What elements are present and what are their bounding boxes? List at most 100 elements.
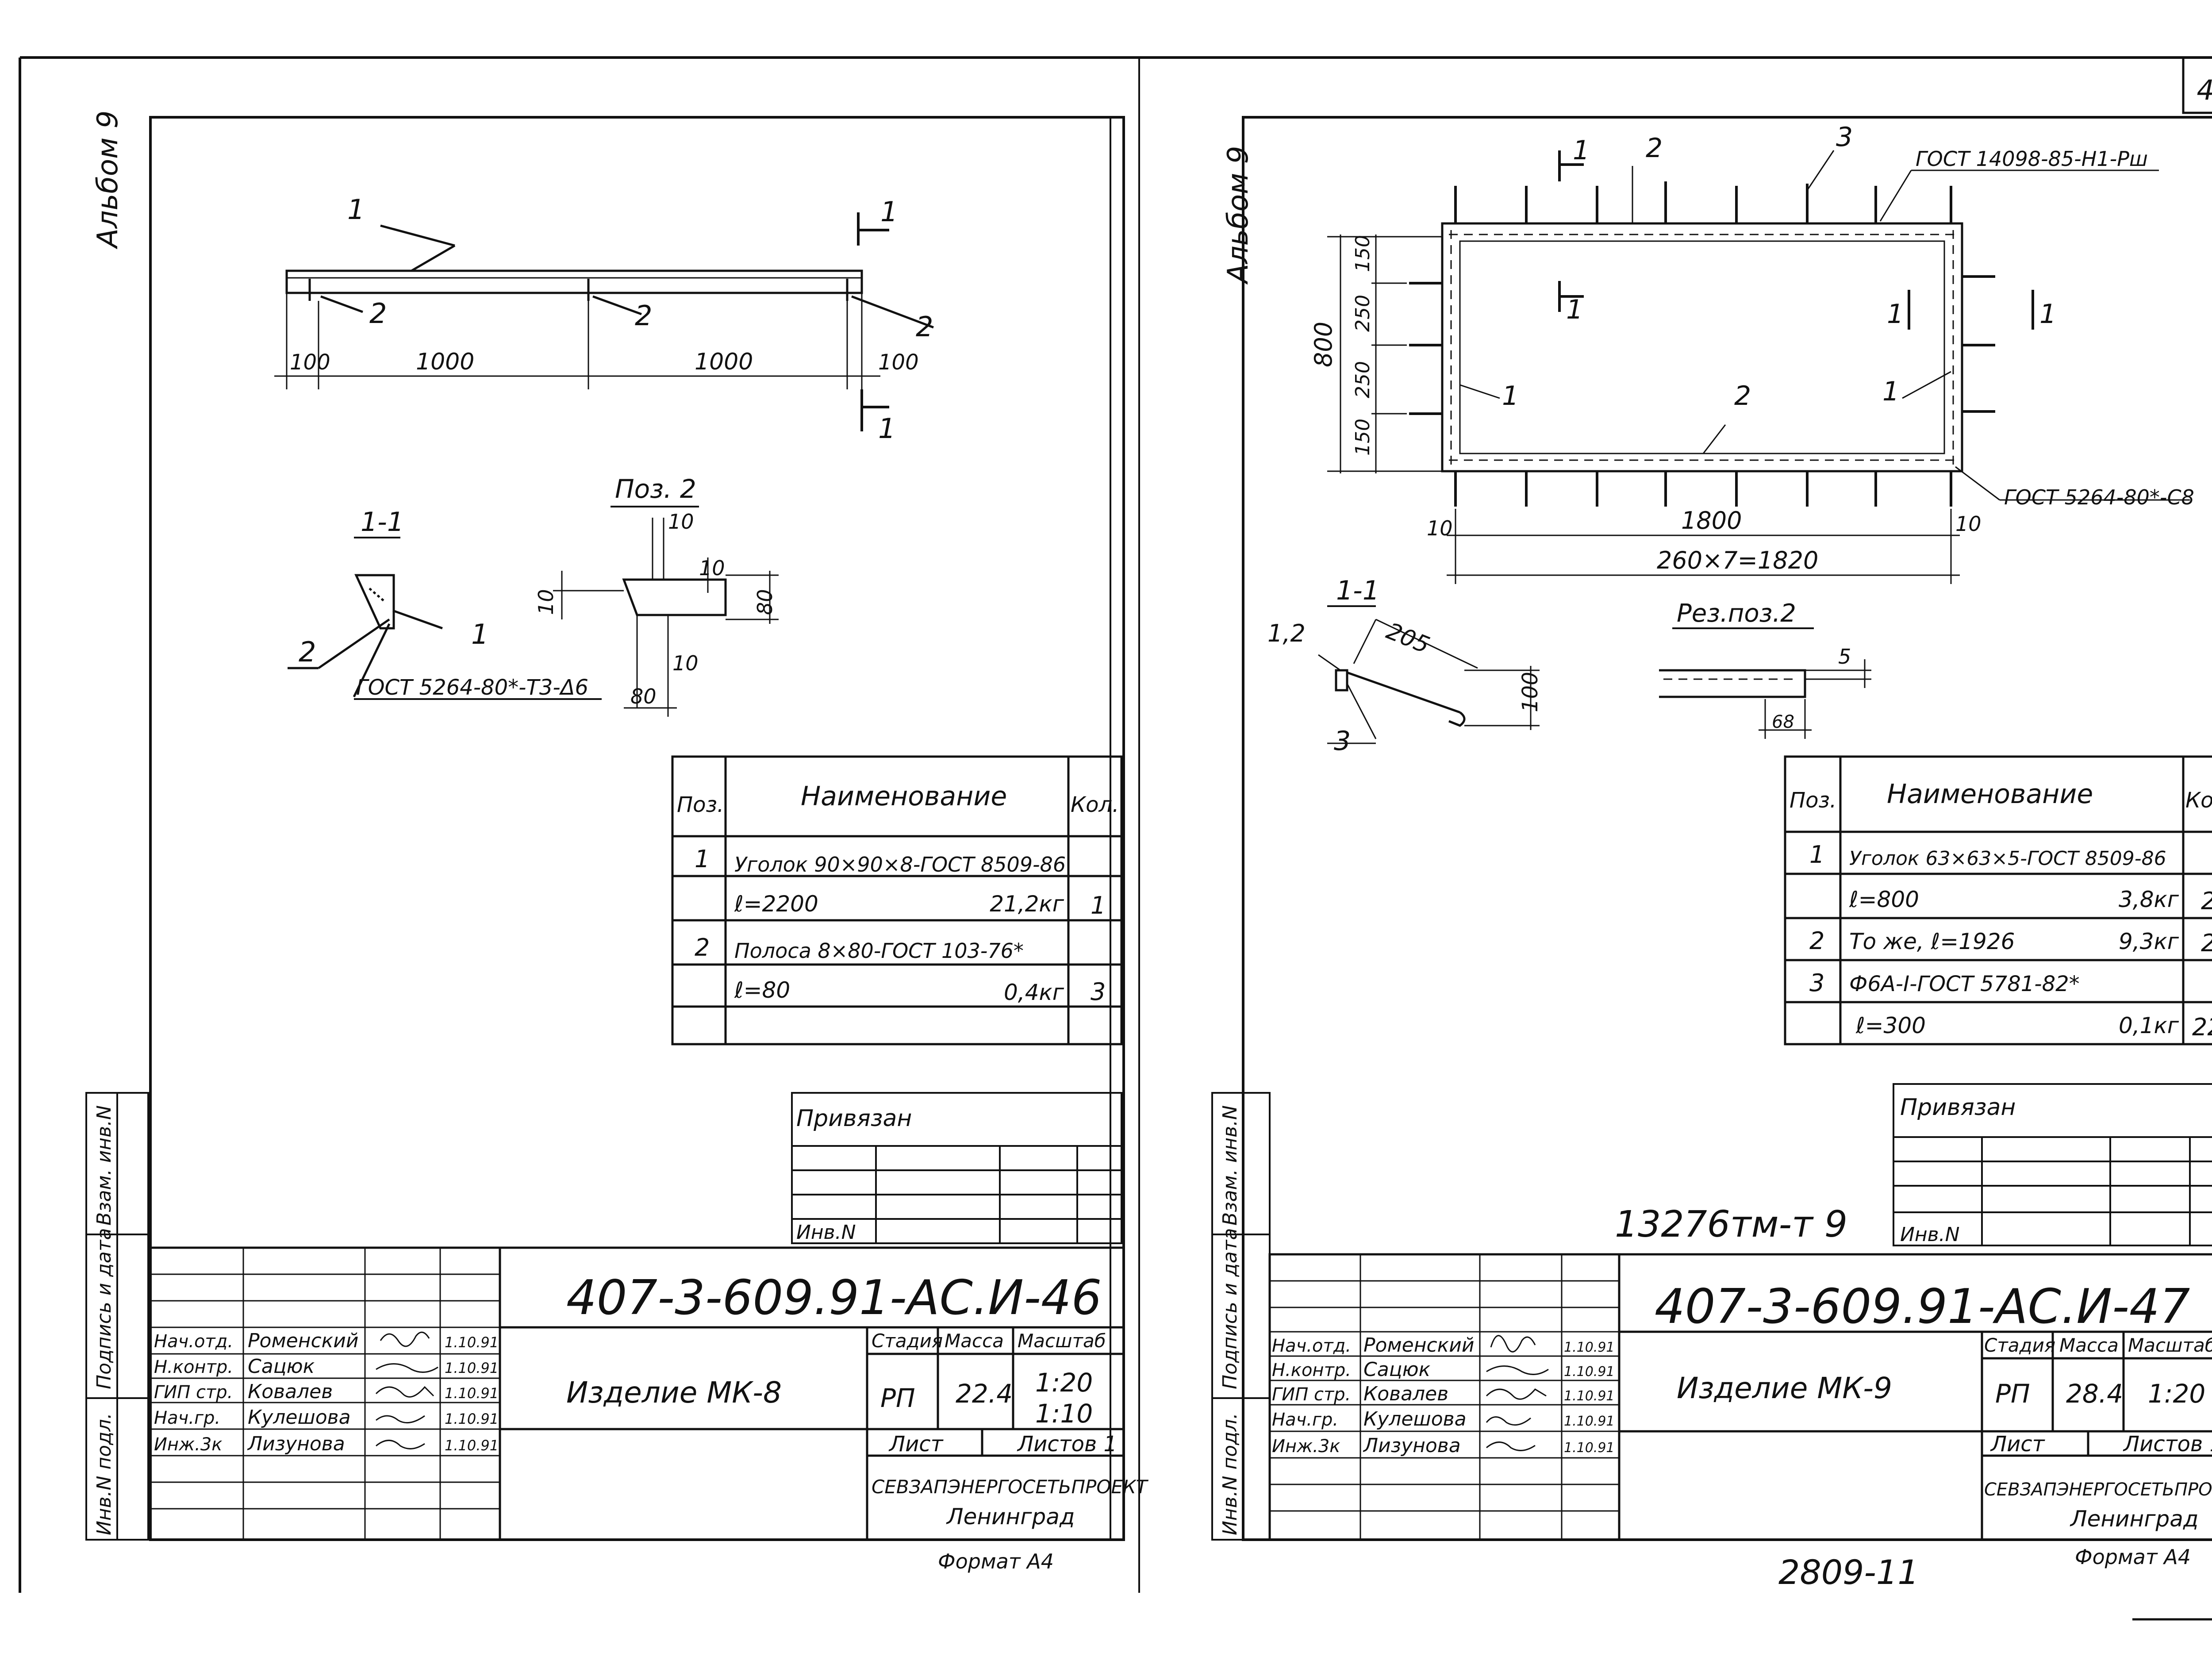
left-item-name: Изделие МК-8	[566, 1376, 782, 1410]
right-spec-row1-pos: 1	[1809, 841, 1824, 869]
right-label-1-top: 1	[1573, 135, 1590, 166]
left-spec-row2-mass: 21,2кг	[990, 891, 1064, 917]
left-cut-mark-top: 1	[880, 196, 898, 228]
right-tb-date-3: 1.10.91	[1564, 1388, 1615, 1404]
right-tb-name-2: Сацюк	[1363, 1358, 1431, 1381]
left-tb-role-2: Н.контр.	[154, 1357, 233, 1377]
right-tb-header-mass: Масса	[2059, 1334, 2119, 1356]
left-signatures	[375, 1331, 438, 1449]
right-rez-title: Рез.поз.2	[1677, 599, 1796, 628]
right-tb-header-scale: Масштаб	[2128, 1334, 2212, 1356]
right-section-label-205: 205	[1382, 618, 1433, 659]
left-pos-label-1: 1	[347, 193, 365, 226]
left-pos2-dim-a: 10	[668, 510, 694, 534]
left-spec-row1-name: Уголок 90×90×8-ГОСТ 8509-86	[734, 853, 1066, 876]
left-spec-row2-name: ℓ=2200	[734, 891, 818, 917]
right-dim-150a: 150	[1352, 235, 1374, 272]
right-title-block: 407-3-609.91-АС.И-47 Нач.отд. Роменский …	[1268, 1253, 2212, 1569]
left-pos2-dim-e: 10	[672, 651, 699, 675]
left-side-label-2: Подпись и дата	[93, 1228, 115, 1389]
left-tb-org-1: СЕВЗАПЭНЕРГОСЕТЬПРОЕКТ	[872, 1476, 1149, 1498]
left-spec-table: Поз. Наименование Кол. 1 Уголок 90×90×8-…	[671, 755, 1123, 1045]
left-section-label-2: 2	[299, 636, 316, 668]
left-tb-role-3: ГИП стр.	[154, 1382, 233, 1403]
right-side-column: Взам. инв.N Подпись и дата Инв.N подл.	[1211, 1092, 1271, 1541]
right-rez-dim-68: 68	[1772, 712, 1794, 732]
left-tb-name-4: Кулешова	[248, 1406, 351, 1429]
right-title-code: 407-3-609.91-АС.И-47	[1655, 1279, 2190, 1334]
right-tb-format: Формат А4	[2075, 1545, 2191, 1569]
left-tb-date-1: 1.10.91	[445, 1334, 499, 1351]
left-dim-100b: 100	[878, 350, 919, 375]
left-pos2-dim-b: 10	[699, 556, 725, 580]
left-spec-row1-pos: 1	[695, 845, 710, 873]
right-label-3-top: 3	[1836, 122, 1853, 153]
left-section-label-1: 1	[471, 618, 488, 650]
left-side-label-1: Взам. инв.N	[93, 1105, 115, 1226]
left-tb-mass: 22.4	[956, 1379, 1013, 1409]
left-spec-header-name: Наименование	[801, 781, 1007, 812]
right-cut-label-c: 1	[2039, 299, 2056, 330]
right-spec-row5-name: ℓ=300	[1855, 1013, 1926, 1038]
right-spec-row2-qty: 2	[2201, 887, 2212, 915]
right-tb-role-5: Инж.3к	[1272, 1436, 1340, 1457]
right-spec-row3-name: То же, ℓ=1926	[1849, 929, 2015, 954]
right-tb-name-4: Кулешова	[1363, 1408, 1467, 1430]
right-stamp: 13276тм-т 9	[1615, 1203, 1847, 1245]
right-section-label-100: 100	[1518, 672, 1543, 712]
right-dim-1820: 260×7=1820	[1657, 546, 1818, 574]
right-tb-date-5: 1.10.91	[1564, 1440, 1615, 1456]
right-bound-box: Привязан Инв.N	[1893, 1083, 2212, 1246]
right-tb-role-2: Н.контр.	[1272, 1360, 1351, 1380]
right-label-2-top: 2	[1646, 133, 1663, 164]
left-tb-format: Формат А4	[938, 1549, 1054, 1573]
left-pos2-title: Поз. 2	[615, 474, 696, 504]
right-tb-name-3: Ковалев	[1363, 1383, 1448, 1405]
right-spec-row3-pos: 2	[1809, 927, 1824, 955]
left-spec-header-qty: Кол.	[1071, 792, 1119, 817]
right-album-label: Альбом 9	[1222, 146, 1255, 285]
right-signatures	[1486, 1335, 1549, 1451]
page-number-box: 48	[2182, 56, 2212, 114]
left-album-label: Альбом 9	[92, 111, 124, 250]
right-bound-inv: Инв.N	[1900, 1223, 1960, 1246]
right-spec-header-qty: Кол.	[2185, 788, 2212, 813]
right-item-name: Изделие МК-9	[1677, 1371, 1892, 1405]
left-section-title: 1-1	[361, 507, 404, 538]
left-tb-header-scale: Масштаб	[1018, 1330, 1106, 1352]
right-spec-header-pos: Поз.	[1790, 788, 1836, 813]
left-section-shape	[288, 574, 443, 698]
left-tb-name-2: Сацюк	[248, 1355, 315, 1378]
left-tb-scale-1: 1:20	[1035, 1368, 1093, 1398]
right-side-label-3: Инв.N подл.	[1219, 1413, 1241, 1535]
right-tb-role-4: Нач.гр.	[1272, 1410, 1338, 1430]
right-side-label-2: Подпись и дата	[1219, 1228, 1241, 1389]
right-spec-row3-mass: 9,3кг	[2119, 929, 2179, 954]
right-spec-row4-name: Ф6А-I-ГОСТ 5781-82*	[1849, 972, 2080, 996]
right-spec-row1-name: Уголок 63×63×5-ГОСТ 8509-86	[1849, 847, 2166, 870]
right-dim-250a: 250	[1352, 295, 1374, 332]
left-pos-label-2b: 2	[635, 300, 652, 332]
right-rez-dim-5: 5	[1838, 645, 1851, 669]
left-pos-label-2a: 2	[369, 297, 387, 330]
right-dim-10a: 10	[1427, 516, 1453, 540]
right-dim-150b: 150	[1352, 419, 1374, 456]
left-bound-inv: Инв.N	[796, 1221, 856, 1244]
right-rez-shape	[1659, 659, 1871, 739]
right-side-label-1: Взам. инв.N	[1219, 1105, 1241, 1226]
right-tb-role-3: ГИП стр.	[1272, 1384, 1351, 1405]
right-inner-label-1b: 1	[1882, 376, 1899, 407]
left-pos2-shape	[553, 518, 779, 717]
right-tb-date-1: 1.10.91	[1564, 1340, 1615, 1355]
right-inner-label-1a: 1	[1502, 381, 1519, 411]
left-tb-scale-2: 1:10	[1035, 1399, 1093, 1429]
left-pos2-dim-c: 10	[534, 589, 558, 615]
right-tb-org-1: СЕВЗАПЭНЕРГОСЕТЬПРОЕКТ	[1984, 1480, 2212, 1500]
left-weld-note: ГОСТ 5264-80*-Т3-Δ6	[356, 675, 588, 700]
right-tb-scale-1: 1:20	[2148, 1379, 2205, 1409]
left-tb-date-4: 1.10.91	[445, 1411, 499, 1427]
left-sheet: Альбом 9 1 2 2 2 100	[85, 111, 1149, 1573]
left-bound-title: Привязан	[796, 1105, 912, 1132]
left-angle-bar	[274, 212, 934, 431]
